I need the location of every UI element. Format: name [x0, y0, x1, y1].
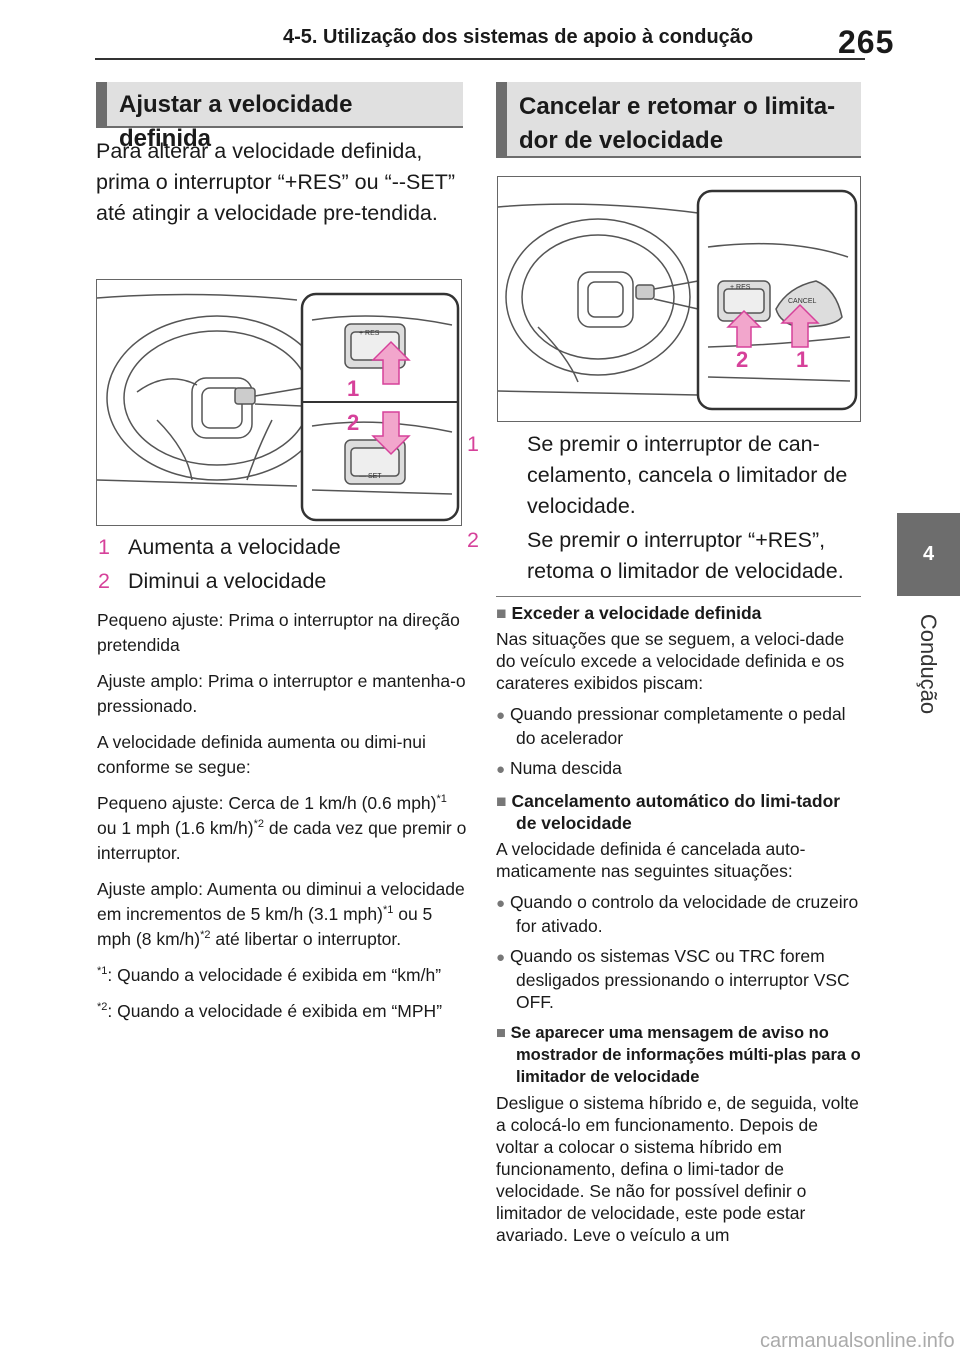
header-rule [95, 58, 865, 60]
arrow-up-icon [371, 340, 411, 385]
chapter-label: Condução [913, 604, 943, 724]
left-section-heading: Ajustar a velocidade definida [96, 82, 463, 152]
steering-switch-illustration: + RES — SET 1 2 [97, 292, 460, 522]
right-body: ■ Exceder a velocidade definida Nas situ… [496, 602, 864, 1246]
paragraph: A velocidade definida aumenta ou dimi-nu… [97, 732, 426, 777]
chapter-tab: 4 [897, 513, 960, 596]
paragraph: Pequeno ajuste: Cerca de 1 km/h (0.6 mph… [97, 793, 467, 863]
res-switch-label: + RES [730, 284, 751, 291]
cancel-switch-illustration: + RES CANCEL 2 1 [498, 189, 858, 411]
chapter-label-text: Condução [916, 613, 941, 715]
list-item: ● Numa descida [496, 758, 622, 778]
section-separator [496, 596, 861, 597]
arrow-up-icon [780, 303, 820, 348]
list-item: ● Quando pressionar completamente o peda… [496, 704, 846, 748]
callout-1: 1 [796, 347, 808, 372]
paragraph: Ajuste amplo: Prima o interruptor e mant… [97, 671, 466, 716]
section-header-title: 4-5. Utilização dos sistemas de apoio à … [283, 26, 754, 48]
left-intro: Para alterar a velocidade definida, prim… [96, 139, 456, 225]
arrow-down-icon [371, 411, 411, 456]
watermark: carmanualsonline.info [760, 1330, 955, 1352]
paragraph: A velocidade definida é cancelada auto-m… [496, 839, 806, 881]
callout-1: 1 [347, 376, 359, 401]
page-number: 265 [838, 24, 895, 60]
subsection-heading: ■ Exceder a velocidade definida [496, 603, 762, 623]
footnote: *2: Quando a velocidade é exibida em “MP… [97, 1001, 443, 1021]
subsection-heading: ■ Cancelamento automático do limi-tador … [496, 791, 841, 833]
paragraph: Desligue o sistema híbrido e, de seguida… [496, 1093, 859, 1245]
paragraph: Pequeno ajuste: Prima o interruptor na d… [97, 610, 460, 655]
res-switch-label: + RES [359, 330, 380, 337]
cancel-switch-label: CANCEL [788, 298, 817, 305]
left-body: Pequeno ajuste: Prima o interruptor na d… [97, 608, 467, 1024]
paragraph: Nas situações que se seguem, a veloci-da… [496, 629, 845, 693]
set-switch-label: — SET [359, 473, 382, 480]
paragraph: Ajuste amplo: Aumenta ou diminui a veloc… [97, 879, 465, 949]
steering-switch-figure: + RES — SET 1 2 [96, 279, 462, 526]
list-item: ● Quando o controlo da velocidade de cru… [496, 892, 859, 936]
callout-2: 2 [736, 347, 748, 372]
subsection-heading: ■ Se aparecer uma mensagem de aviso no m… [496, 1024, 861, 1086]
right-section-heading: Cancelar e retomar o limita-dor de veloc… [496, 82, 861, 158]
list-item: ● Quando os sistemas VSC ou TRC forem de… [496, 946, 850, 1012]
callout-2: 2 [347, 410, 359, 435]
footnote: *1: Quando a velocidade é exibida em “km… [97, 965, 442, 985]
cancel-switch-figure: + RES CANCEL 2 1 [497, 176, 861, 422]
arrow-up-icon [726, 309, 762, 348]
